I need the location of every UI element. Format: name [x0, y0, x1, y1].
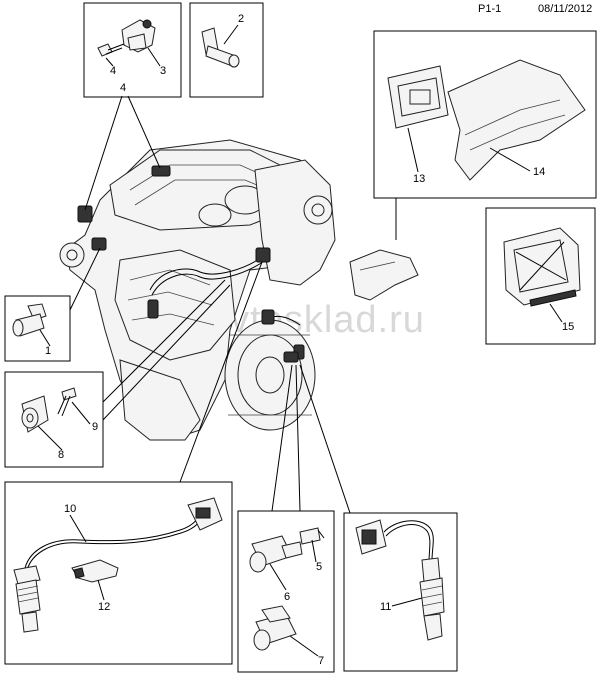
callout-box-11 [343, 512, 458, 672]
callout-5: 5 [316, 561, 322, 573]
oil-pressure-sensor-part-1 [12, 303, 47, 337]
crank-sensor-part-6 [249, 535, 303, 573]
bracket-part-12 [71, 559, 119, 583]
callout-10: 10 [64, 503, 76, 515]
callout-11: 11 [380, 601, 391, 613]
ecu-bracket-installed [349, 249, 419, 301]
callout-box-3-4 [83, 2, 182, 98]
callout-12: 12 [98, 601, 110, 613]
callout-box-2 [189, 2, 264, 98]
callout-box-5-6-7 [237, 510, 335, 673]
callout-box-8-9 [4, 371, 104, 468]
page-code: P1-1 [478, 3, 502, 15]
sensor-part-2 [201, 27, 240, 68]
callout-box-15 [485, 207, 596, 345]
oxygen-sensor-part-10 [13, 497, 223, 633]
crank-sensor-part-7 [253, 605, 297, 651]
callout-3: 3 [160, 65, 166, 77]
ecu-bracket-part-13 [387, 65, 449, 129]
bolt-part-9 [57, 387, 77, 417]
ecu-bracket-part-14 [447, 59, 586, 181]
camshaft-sensor-part [121, 19, 156, 53]
callout-6: 6 [284, 591, 290, 603]
callout-box-13-14 [373, 30, 597, 199]
engine-illustration [59, 139, 336, 441]
callout-1: 1 [45, 345, 51, 357]
callout-2: 2 [238, 13, 244, 25]
callout-13: 13 [413, 173, 425, 185]
ecu-module-part-15 [503, 227, 581, 307]
bolt-part-4 [97, 43, 125, 57]
bolt-part-5 [299, 527, 325, 545]
callout-9: 9 [92, 421, 98, 433]
print-date: 08/11/2012 [538, 3, 593, 15]
callout-box-1 [4, 295, 71, 362]
knock-sensor-part-8 [21, 395, 49, 433]
callout-box-10-12 [4, 481, 233, 665]
oxygen-sensor-part-11 [355, 519, 445, 641]
callout-14: 14 [533, 166, 545, 178]
callout-4: 4 [120, 82, 126, 94]
callout-8: 8 [58, 449, 64, 461]
callout-15: 15 [562, 321, 574, 333]
callout-4-top: 4 [110, 65, 116, 77]
callout-7: 7 [318, 655, 324, 667]
